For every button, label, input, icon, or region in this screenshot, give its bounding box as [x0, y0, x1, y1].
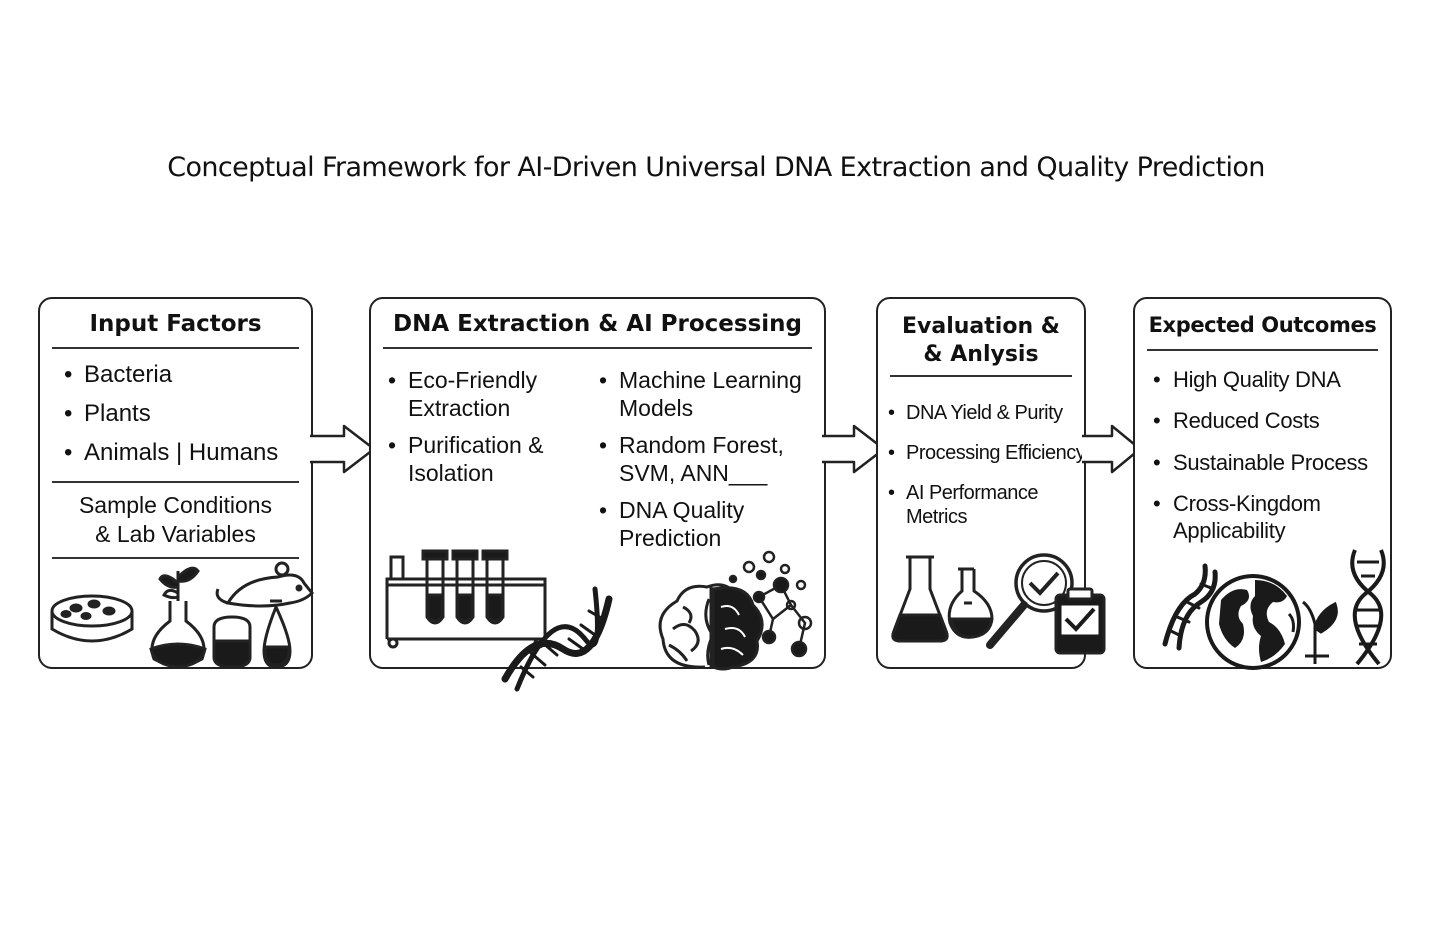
round-flask-icon [947, 567, 994, 639]
evaluation-heading-line2: & Anlysis [923, 341, 1039, 367]
input-factors-list: Bacteria Plants Animals | Humans [64, 361, 278, 467]
input-factors-box: Input Factors Bacteria Plants Animals | … [38, 297, 315, 669]
sample-conditions-line1: Sample Conditions [78, 492, 273, 518]
heading-divider [52, 347, 299, 349]
diagram-title: Conceptual Framework for AI-Driven Unive… [167, 152, 1265, 183]
sample-conditions-label: Sample Conditions & Lab Variables [40, 491, 311, 549]
dna-helix-icon [1350, 549, 1386, 666]
list-item: High Quality DNA [1153, 367, 1389, 394]
seedling-icon [1302, 600, 1338, 664]
list-item: AI Performance Metrics [888, 481, 1084, 529]
drop-flask-icon [262, 599, 292, 669]
list-item: Machine Learning Models [599, 367, 819, 422]
magnifier-check-icon [986, 553, 1074, 649]
globe-icon [1205, 574, 1301, 670]
list-item: Purification & Isolation [388, 432, 568, 487]
heading-divider [383, 347, 812, 349]
list-item: Plants [64, 400, 278, 429]
section-divider [52, 557, 299, 559]
list-item: Bacteria [64, 361, 278, 390]
processing-icons [385, 549, 813, 692]
outcomes-heading: Expected Outcomes [1148, 313, 1377, 337]
input-icons [50, 561, 315, 669]
dna-helix-icon [1162, 563, 1218, 651]
outcomes-list: High Quality DNA Reduced Costs Sustainab… [1153, 367, 1389, 544]
heading-divider [1147, 349, 1378, 351]
plant-flask-icon [149, 566, 207, 669]
molecule-network-icon [728, 550, 813, 658]
evaluation-heading-line1: Evaluation & [902, 314, 1060, 339]
evaluation-box: Evaluation & & Anlysis DNA Yield & Purit… [876, 297, 1106, 669]
evaluation-heading: Evaluation & & Anlysis [878, 313, 1084, 368]
extraction-list: Eco-Friendly Extraction Purification & I… [388, 367, 568, 487]
brain-icon [658, 583, 764, 671]
list-item: DNA Yield & Purity [888, 401, 1084, 425]
mouse-icon [215, 561, 315, 608]
ai-models-list: Machine Learning Models Random Forest, S… [599, 367, 819, 553]
evaluation-icons [891, 553, 1106, 655]
test-tube-rack-icon [385, 549, 547, 649]
processing-heading: DNA Extraction & AI Processing [392, 311, 802, 337]
sample-conditions-line2: & Lab Variables [95, 520, 256, 547]
beaker-icon [212, 615, 252, 669]
clipboard-check-icon [1054, 587, 1106, 655]
list-item: Processing Efficiency [888, 441, 1086, 465]
evaluation-list: DNA Yield & Purity Processing Efficiency… [888, 401, 1086, 529]
list-item: Sustainable Process [1153, 450, 1389, 477]
list-item: Random Forest, SVM, ANN___ [599, 432, 819, 487]
list-item: Eco-Friendly Extraction [388, 367, 568, 422]
list-item: DNA Quality Prediction [599, 497, 819, 552]
section-divider [52, 481, 299, 483]
list-item: Cross-Kingdom Applicability [1153, 491, 1389, 544]
list-item: Reduced Costs [1153, 408, 1389, 435]
heading-divider [890, 375, 1072, 377]
input-factors-heading: Input Factors [89, 311, 262, 337]
petri-dish-icon [50, 594, 134, 643]
erlenmeyer-flask-icon [891, 555, 949, 643]
outcomes-box: Expected Outcomes High Quality DNA Reduc… [1133, 297, 1392, 670]
processing-box: DNA Extraction & AI Processing Eco-Frien… [369, 297, 826, 692]
list-item: Animals | Humans [64, 439, 278, 468]
outcomes-icons [1162, 549, 1386, 670]
dna-helix-icon [501, 586, 613, 692]
